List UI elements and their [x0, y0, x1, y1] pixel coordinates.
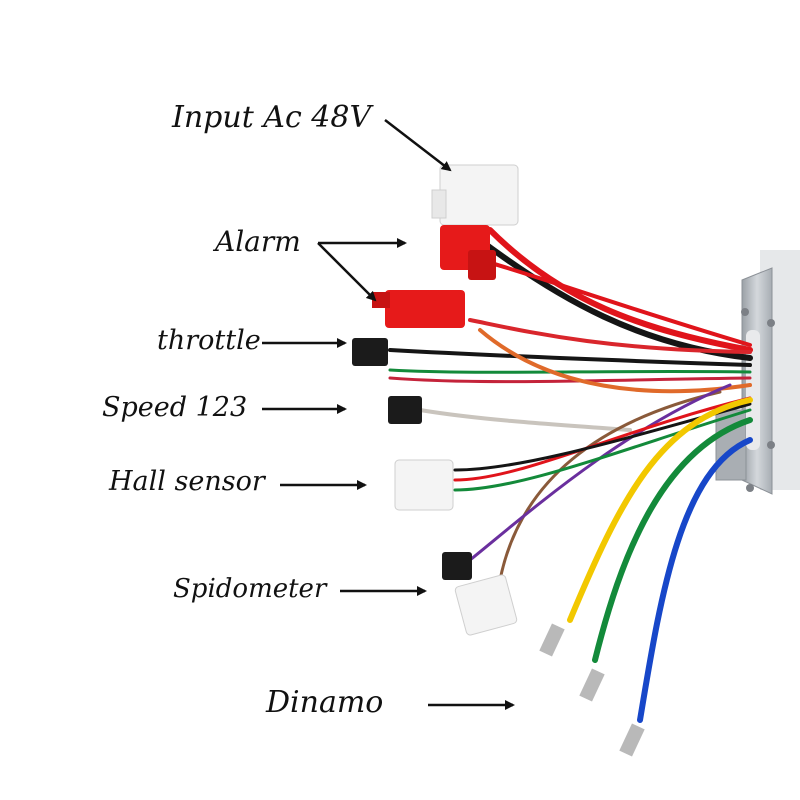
connector-alarm-red-1	[440, 225, 496, 280]
label-input-ac-48v: Input Ac 48V	[172, 100, 372, 135]
label-throttle: throttle	[157, 325, 261, 356]
screw-icon	[741, 308, 749, 316]
wire-grey-speed	[418, 408, 632, 432]
label-spidometer: Spidometer	[173, 574, 327, 604]
label-dinamo: Dinamo	[266, 685, 384, 720]
arrows	[262, 119, 515, 710]
wire-purple	[468, 383, 732, 562]
wire-green	[592, 417, 753, 663]
wire-green-throttle	[388, 368, 752, 374]
wire-bundle	[388, 227, 753, 723]
connector-speedometer-white	[454, 574, 518, 636]
wire-red-input	[487, 227, 753, 353]
label-hall-sensor: Hall sensor	[109, 466, 265, 497]
wire-black-throttle	[388, 348, 752, 367]
connector-throttle-black	[352, 338, 388, 366]
label-alarm: Alarm	[215, 225, 301, 258]
label-speed-123: Speed 123	[102, 392, 248, 423]
wire-blue	[637, 437, 753, 723]
wire-red-throttle	[388, 376, 752, 384]
wire-orange	[478, 328, 752, 394]
wire-brown	[498, 390, 722, 582]
connector-alarm-red-2	[372, 290, 465, 328]
screw-icon	[767, 319, 775, 327]
screw-icon	[767, 441, 775, 449]
wire-yellow	[567, 397, 753, 623]
wire-red-alarm	[478, 258, 752, 347]
wire-red-alarm2	[468, 318, 752, 354]
arrow-input	[384, 119, 452, 172]
connector-hall-white	[394, 459, 454, 511]
connector-input-white	[431, 164, 519, 226]
connector-speed-black	[388, 396, 422, 424]
arrow-alarm-2	[317, 242, 377, 302]
connector-speedometer-black	[442, 552, 472, 580]
spade-terminals	[539, 623, 645, 757]
wire-hall-green	[453, 408, 752, 492]
screw-icon	[746, 484, 754, 492]
